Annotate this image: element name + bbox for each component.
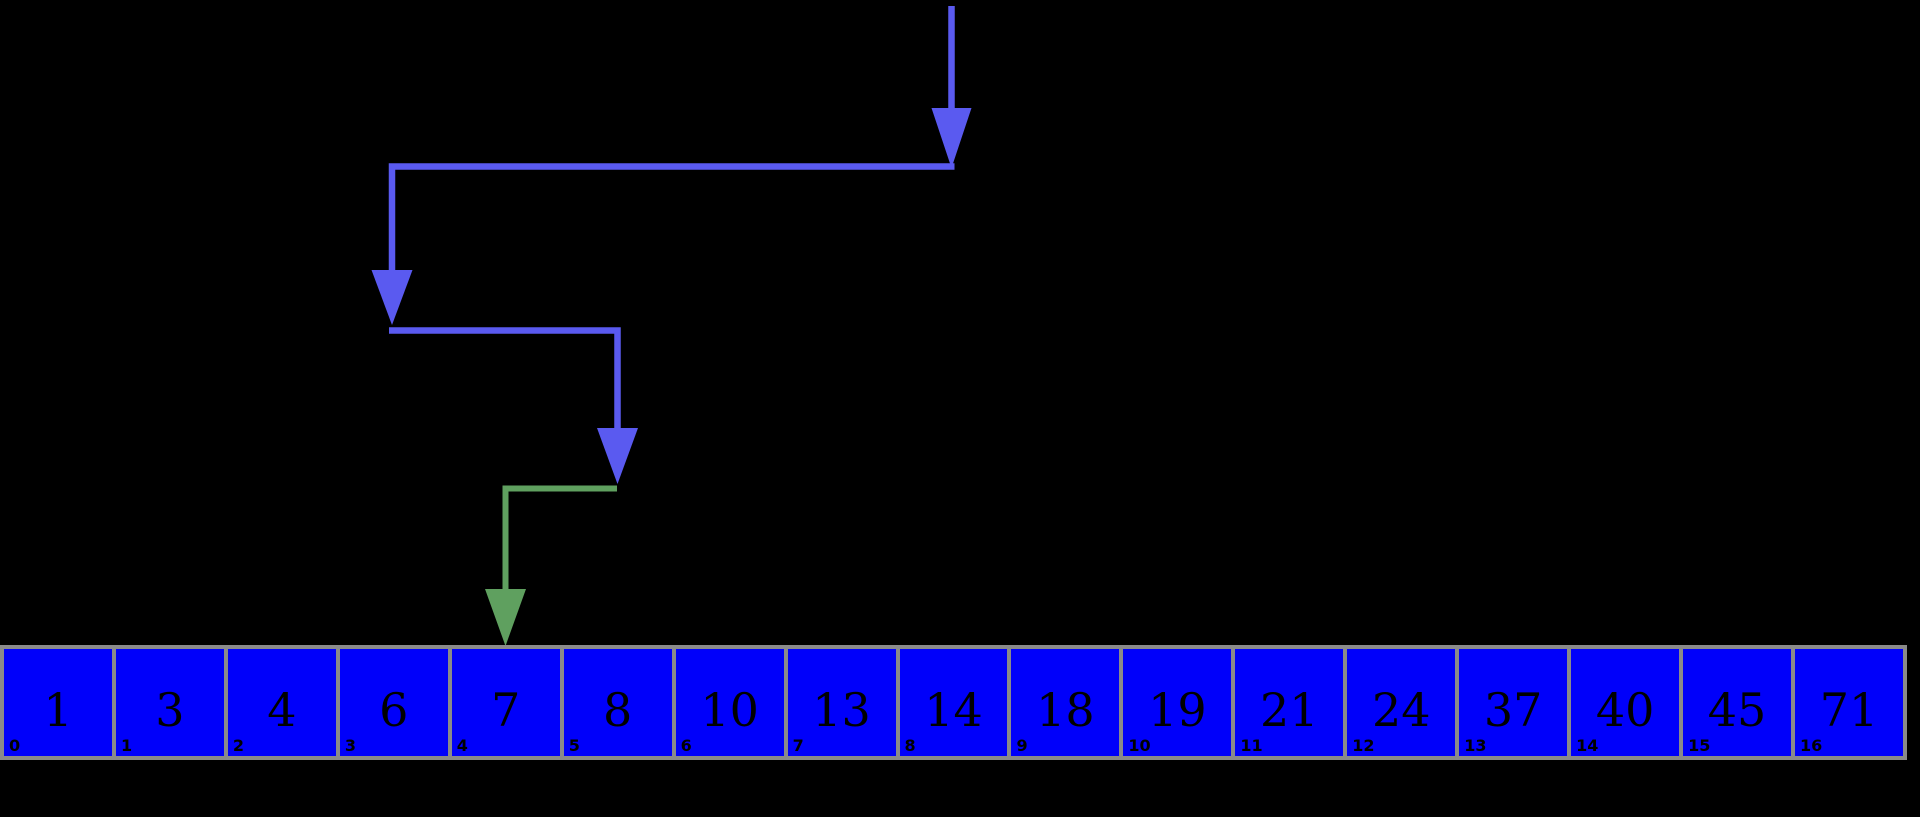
step4-found-elbow-arrow-shaft [502, 485, 617, 591]
cell-index: 4 [456, 736, 468, 755]
cell-index: 2 [232, 736, 245, 755]
cell-value: 14 [924, 682, 983, 737]
cell-index: 13 [1464, 736, 1487, 755]
cell-value: 19 [1148, 682, 1207, 737]
cell-value: 10 [700, 682, 759, 737]
cell-index: 15 [1688, 736, 1711, 755]
array-cell: 10 6 [675, 649, 784, 756]
cell-value: 40 [1595, 682, 1655, 737]
step2-down-arrow-head-icon [371, 270, 413, 325]
cell-index: 16 [1800, 736, 1823, 755]
step3-elbow-arrow-shaft [389, 327, 621, 430]
cell-index: 1 [120, 736, 133, 755]
cell-value: 7 [491, 682, 521, 737]
step2-elbow-arrow-shaft [388, 163, 955, 273]
cell-index: 0 [9, 736, 21, 755]
cell-index: 3 [344, 736, 356, 755]
cell-index: 7 [792, 736, 804, 755]
cell-index: 14 [1576, 736, 1599, 755]
cell-index: 6 [680, 736, 692, 755]
cell-value: 4 [267, 682, 297, 737]
cell-value: 37 [1483, 682, 1543, 737]
step4-found-arrow-head-icon [485, 589, 526, 646]
cell-value: 71 [1819, 682, 1879, 737]
cell-index: 10 [1128, 736, 1151, 755]
cell-index: 11 [1240, 736, 1263, 755]
cell-value: 3 [155, 682, 185, 737]
cell-index: 8 [904, 736, 916, 755]
step3-down-arrow-head-icon [597, 428, 638, 484]
cell-value: 13 [812, 682, 871, 737]
cell-value: 6 [379, 682, 409, 737]
cell-value: 45 [1707, 682, 1767, 737]
cell-index: 9 [1016, 736, 1028, 755]
cell-value: 1 [43, 682, 73, 737]
array-cell: 18 9 [1011, 649, 1120, 756]
cell-value: 18 [1036, 682, 1095, 737]
array-cell: 13 7 [787, 649, 896, 756]
step1-down-arrow-head-icon [931, 108, 972, 168]
cell-index: 12 [1352, 736, 1375, 755]
cell-value: 8 [603, 682, 633, 737]
cell-index: 5 [568, 736, 580, 755]
cell-value: 24 [1371, 682, 1431, 737]
cell-value: 21 [1260, 682, 1319, 737]
array-cell: 14 8 [899, 649, 1008, 756]
